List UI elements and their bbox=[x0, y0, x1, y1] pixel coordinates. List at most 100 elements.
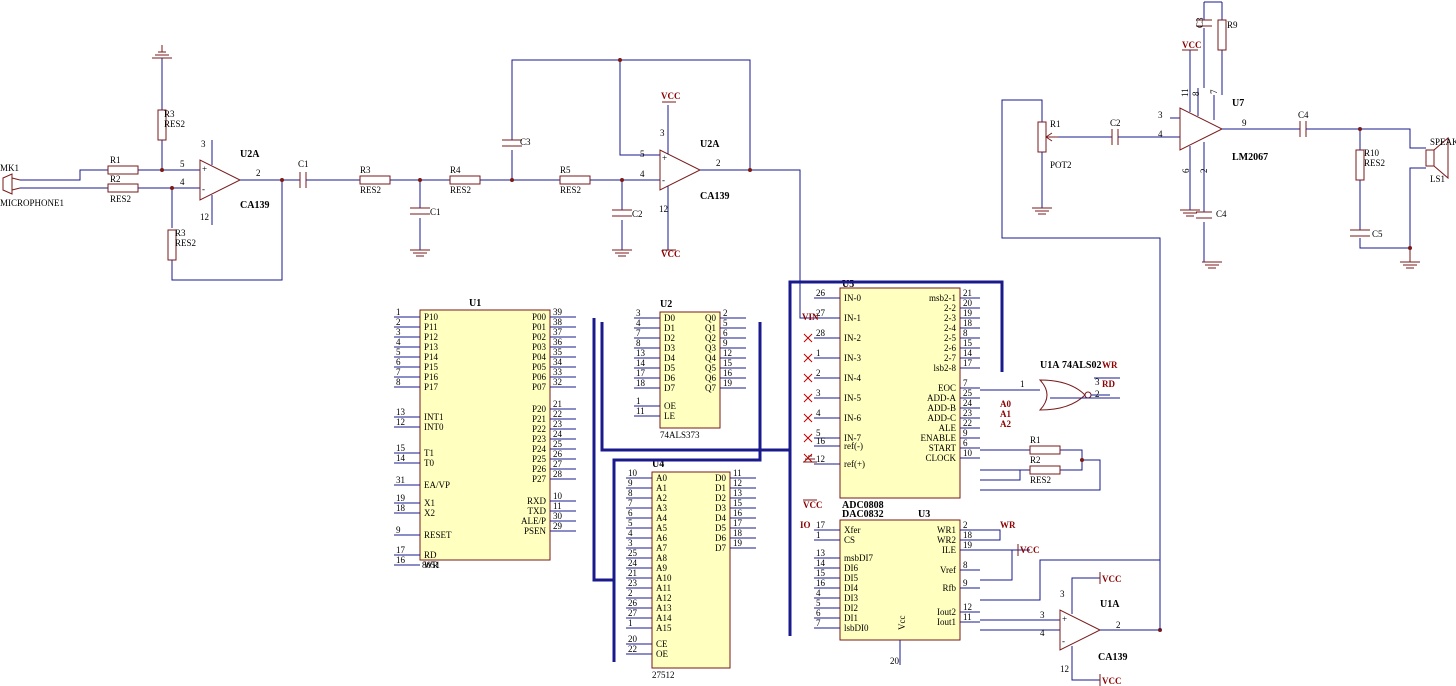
vin-label: VIN bbox=[802, 312, 819, 322]
u2-pin-name: D1 bbox=[664, 323, 675, 333]
u1-pin-name: P22 bbox=[532, 424, 546, 434]
svg-text:6: 6 bbox=[1181, 168, 1191, 173]
u4-pin-name: A14 bbox=[656, 613, 672, 623]
u1-pin-number: 19 bbox=[396, 493, 406, 503]
u2-pin-name: Q2 bbox=[705, 333, 716, 343]
svg-text:RES2: RES2 bbox=[360, 185, 381, 195]
u1-pin-number: 39 bbox=[553, 307, 563, 317]
u5-pin-number: 18 bbox=[963, 318, 973, 328]
u2-pin-name: D2 bbox=[664, 333, 675, 343]
u3-pin-number: 2 bbox=[963, 520, 968, 530]
svg-text:12: 12 bbox=[1060, 664, 1069, 674]
svg-text:8: 8 bbox=[1191, 91, 1201, 96]
svg-text:8051: 8051 bbox=[422, 560, 440, 570]
svg-text:U2A: U2A bbox=[700, 139, 720, 150]
u1-pin-name: PSEN bbox=[524, 526, 547, 536]
svg-text:R4: R4 bbox=[450, 165, 461, 175]
svg-text:R2: R2 bbox=[1030, 455, 1041, 465]
u3-pin-name: DI2 bbox=[844, 603, 858, 613]
u3-pin-name: DI6 bbox=[844, 563, 858, 573]
u3-pin-name: DI4 bbox=[844, 583, 858, 593]
u5-pin-number: 23 bbox=[963, 408, 973, 418]
resistor-r1: R1 bbox=[107, 155, 139, 175]
u5-pin-number: 4 bbox=[816, 408, 821, 418]
svg-text:U1A: U1A bbox=[1100, 599, 1120, 610]
u5-pin-name: IN-0 bbox=[844, 293, 861, 303]
u1-pin-name: P15 bbox=[424, 362, 439, 372]
u1-pin-name: P06 bbox=[532, 372, 547, 382]
u5-pin-number: 19 bbox=[963, 308, 973, 318]
u1-pin-name: X1 bbox=[424, 498, 435, 508]
u3-pin-name: msbDI7 bbox=[844, 553, 873, 563]
u2-pin-number: 16 bbox=[723, 368, 733, 378]
svg-text:C3: C3 bbox=[520, 137, 531, 147]
u4-pin-number: 8 bbox=[628, 488, 633, 498]
u4-pin-number: 17 bbox=[733, 518, 743, 528]
u2-pin-number: 4 bbox=[636, 318, 641, 328]
u5-pin-name: 2-6 bbox=[944, 343, 956, 353]
svg-text:4: 4 bbox=[1040, 628, 1045, 638]
u1-pin-name: P20 bbox=[532, 404, 547, 414]
u4-pin-number: 6 bbox=[628, 508, 633, 518]
svg-text:RES2: RES2 bbox=[450, 185, 471, 195]
u1-pin-number: 32 bbox=[553, 377, 562, 387]
u1-pin-number: 9 bbox=[396, 525, 401, 535]
u1-pin-number: 14 bbox=[396, 453, 406, 463]
u4-pin-number: 21 bbox=[628, 568, 637, 578]
svg-text:3: 3 bbox=[660, 128, 665, 138]
u2-pin-name: OE bbox=[664, 401, 676, 411]
u4-pin-number: 15 bbox=[733, 498, 743, 508]
u1-pin-name: P11 bbox=[424, 322, 438, 332]
svg-text:U2A: U2A bbox=[240, 149, 260, 160]
u1-pin-number: 37 bbox=[553, 327, 563, 337]
svg-text:RD: RD bbox=[1102, 379, 1115, 389]
svg-text:U1A: U1A bbox=[1040, 360, 1060, 371]
u2-pin-number: 8 bbox=[636, 338, 641, 348]
u3-pin-number: 12 bbox=[963, 602, 972, 612]
u4-pin-number: 26 bbox=[628, 598, 638, 608]
svg-text:RES2: RES2 bbox=[1030, 475, 1051, 485]
capacitor-c3-out: C3 bbox=[1195, 17, 1212, 28]
u1-pin-number: 29 bbox=[553, 521, 563, 531]
u5-pin-name: EOC bbox=[938, 383, 956, 393]
u2-pin-number: 13 bbox=[636, 348, 646, 358]
u1-pin-name: ALE/P bbox=[521, 516, 546, 526]
u1-pin-number: 26 bbox=[553, 449, 563, 459]
u1-pin-number: 16 bbox=[396, 555, 406, 565]
u4-pin-number: 5 bbox=[628, 518, 633, 528]
u4-pin-name: D3 bbox=[715, 503, 726, 513]
u3-pin-name: WR2 bbox=[937, 535, 956, 545]
svg-text:VCC: VCC bbox=[1102, 574, 1122, 584]
u2-pin-number: 2 bbox=[723, 308, 728, 318]
u3-pin-number: 11 bbox=[963, 612, 972, 622]
u5-pin-name: 2-3 bbox=[944, 313, 956, 323]
mic-type: MICROPHONE1 bbox=[0, 198, 64, 208]
u5-pin-name: ref(+) bbox=[844, 459, 865, 469]
svg-text:VCC: VCC bbox=[1182, 40, 1202, 50]
speaker-icon: SPEAK LS1 bbox=[1425, 136, 1456, 184]
u1-pin-name: P27 bbox=[532, 474, 547, 484]
u4-pin-name: A4 bbox=[656, 513, 667, 523]
svg-text:3: 3 bbox=[201, 139, 206, 149]
u2-pin-number: 5 bbox=[723, 318, 728, 328]
u1-pin-number: 25 bbox=[553, 439, 563, 449]
svg-text:A1: A1 bbox=[1000, 409, 1011, 419]
u1-pin-name: RXD bbox=[527, 496, 547, 506]
opamp-a3: 3 4 9 11 8 7 6 2 U7 LM2067 bbox=[1158, 50, 1300, 210]
u1-pin-name: P02 bbox=[532, 332, 546, 342]
u2-pin-name: D0 bbox=[664, 313, 675, 323]
svg-text:7: 7 bbox=[1209, 89, 1219, 94]
resistor-r2: R2 RES2 bbox=[107, 174, 139, 204]
u1-pin-number: 7 bbox=[396, 367, 401, 377]
svg-text:IO: IO bbox=[800, 520, 811, 530]
unused-pin-cross-icon bbox=[803, 353, 813, 363]
svg-text:R5: R5 bbox=[560, 165, 571, 175]
u5-pin-name: 2-4 bbox=[944, 323, 956, 333]
u3-pin-number: 1 bbox=[816, 530, 821, 540]
u3-pin-name: DI1 bbox=[844, 613, 858, 623]
u1-pin-number: 38 bbox=[553, 317, 563, 327]
u2-pin-name: Q3 bbox=[705, 343, 716, 353]
capacitor-c5: C5 bbox=[1350, 229, 1383, 239]
unused-pin-cross-icon bbox=[803, 453, 813, 463]
svg-text:C2: C2 bbox=[1110, 118, 1121, 128]
